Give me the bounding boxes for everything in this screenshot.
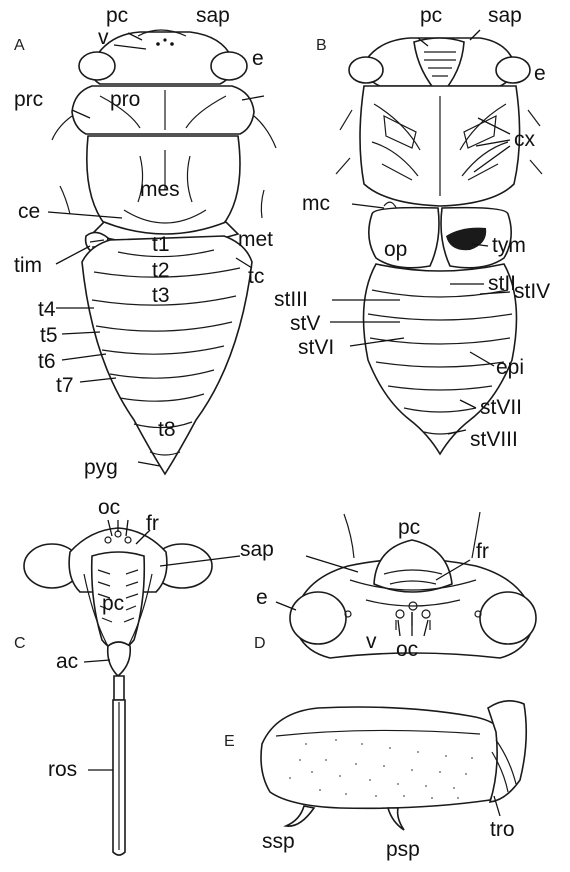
panel-b-letter: B	[316, 37, 327, 54]
label-e-ssp: ssp	[262, 830, 295, 853]
label-b-e: e	[534, 62, 546, 85]
panel-e-letter: E	[224, 733, 235, 750]
label-a-t6: t6	[38, 350, 56, 373]
label-d-v: v	[366, 630, 377, 653]
panel-b-eye-right	[496, 57, 530, 83]
label-b-sap: sap	[488, 4, 522, 27]
label-a-ce: ce	[18, 200, 40, 223]
label-a-t2: t2	[152, 259, 170, 282]
panel-c: C oc	[14, 496, 240, 855]
label-b-epi: epi	[496, 356, 524, 379]
label-a-t7: t7	[56, 374, 74, 397]
panel-a-eye-right	[211, 52, 247, 80]
label-a-pro: pro	[110, 88, 140, 111]
label-b-stII: stII	[488, 272, 516, 295]
label-b-stIV: stIV	[514, 280, 550, 303]
panel-c-head-drawing	[24, 528, 212, 855]
label-c-oc: oc	[98, 496, 120, 519]
label-a-e: e	[252, 47, 264, 70]
label-b-cx: cx	[514, 128, 536, 151]
label-c-pc: pc	[102, 592, 124, 615]
label-d-pc: pc	[398, 516, 420, 539]
label-a-t3: t3	[152, 284, 170, 307]
panel-a-eye-left	[79, 52, 115, 80]
panel-d-eye-right	[480, 592, 536, 644]
label-a-met: met	[238, 228, 273, 251]
label-a-tc: tc	[248, 265, 264, 288]
panel-d: D	[240, 512, 536, 661]
panel-e-femur-drawing	[261, 701, 526, 830]
label-b-mc: mc	[302, 192, 330, 215]
label-a-sap: sap	[196, 4, 230, 27]
label-c-ac: ac	[56, 650, 78, 673]
label-b-stIII: stIII	[274, 288, 308, 311]
label-e-psp: psp	[386, 838, 420, 861]
label-d-oc: oc	[396, 638, 418, 661]
panel-b-eye-left	[349, 57, 383, 83]
label-a-pc: pc	[106, 4, 128, 27]
panel-e: E ssp	[224, 701, 526, 861]
label-a-v: v	[98, 26, 109, 49]
label-d-fr: fr	[476, 540, 489, 563]
panel-a: A	[14, 4, 276, 479]
label-e-tro: tro	[490, 818, 515, 841]
label-a-t8: t8	[158, 418, 176, 441]
label-a-mes: mes	[140, 178, 180, 201]
label-d-sap: sap	[240, 538, 274, 561]
label-b-stV: stV	[290, 312, 320, 335]
panel-e-primary-spine	[388, 808, 404, 830]
label-c-fr: fr	[146, 512, 159, 535]
label-b-op: op	[384, 238, 407, 261]
label-a-t4: t4	[38, 298, 56, 321]
label-b-tym: tym	[492, 234, 526, 257]
panel-e-secondary-spine	[286, 806, 314, 826]
label-a-t1: t1	[152, 233, 170, 256]
panel-d-letter: D	[254, 635, 266, 652]
label-b-stVI: stVI	[298, 336, 334, 359]
label-c-ros: ros	[48, 758, 77, 781]
panel-b: B	[274, 4, 550, 454]
label-a-pyg: pyg	[84, 456, 118, 479]
label-b-pc: pc	[420, 4, 442, 27]
label-d-e: e	[256, 586, 268, 609]
panel-a-letter: A	[14, 37, 25, 54]
label-a-t5: t5	[40, 324, 58, 347]
label-a-tim: tim	[14, 254, 42, 277]
label-b-stVII: stVII	[480, 396, 522, 419]
label-b-stVIII: stVIII	[470, 428, 518, 451]
panel-d-eye-left	[290, 592, 346, 644]
label-a-prc: prc	[14, 88, 43, 111]
panel-c-letter: C	[14, 635, 26, 652]
